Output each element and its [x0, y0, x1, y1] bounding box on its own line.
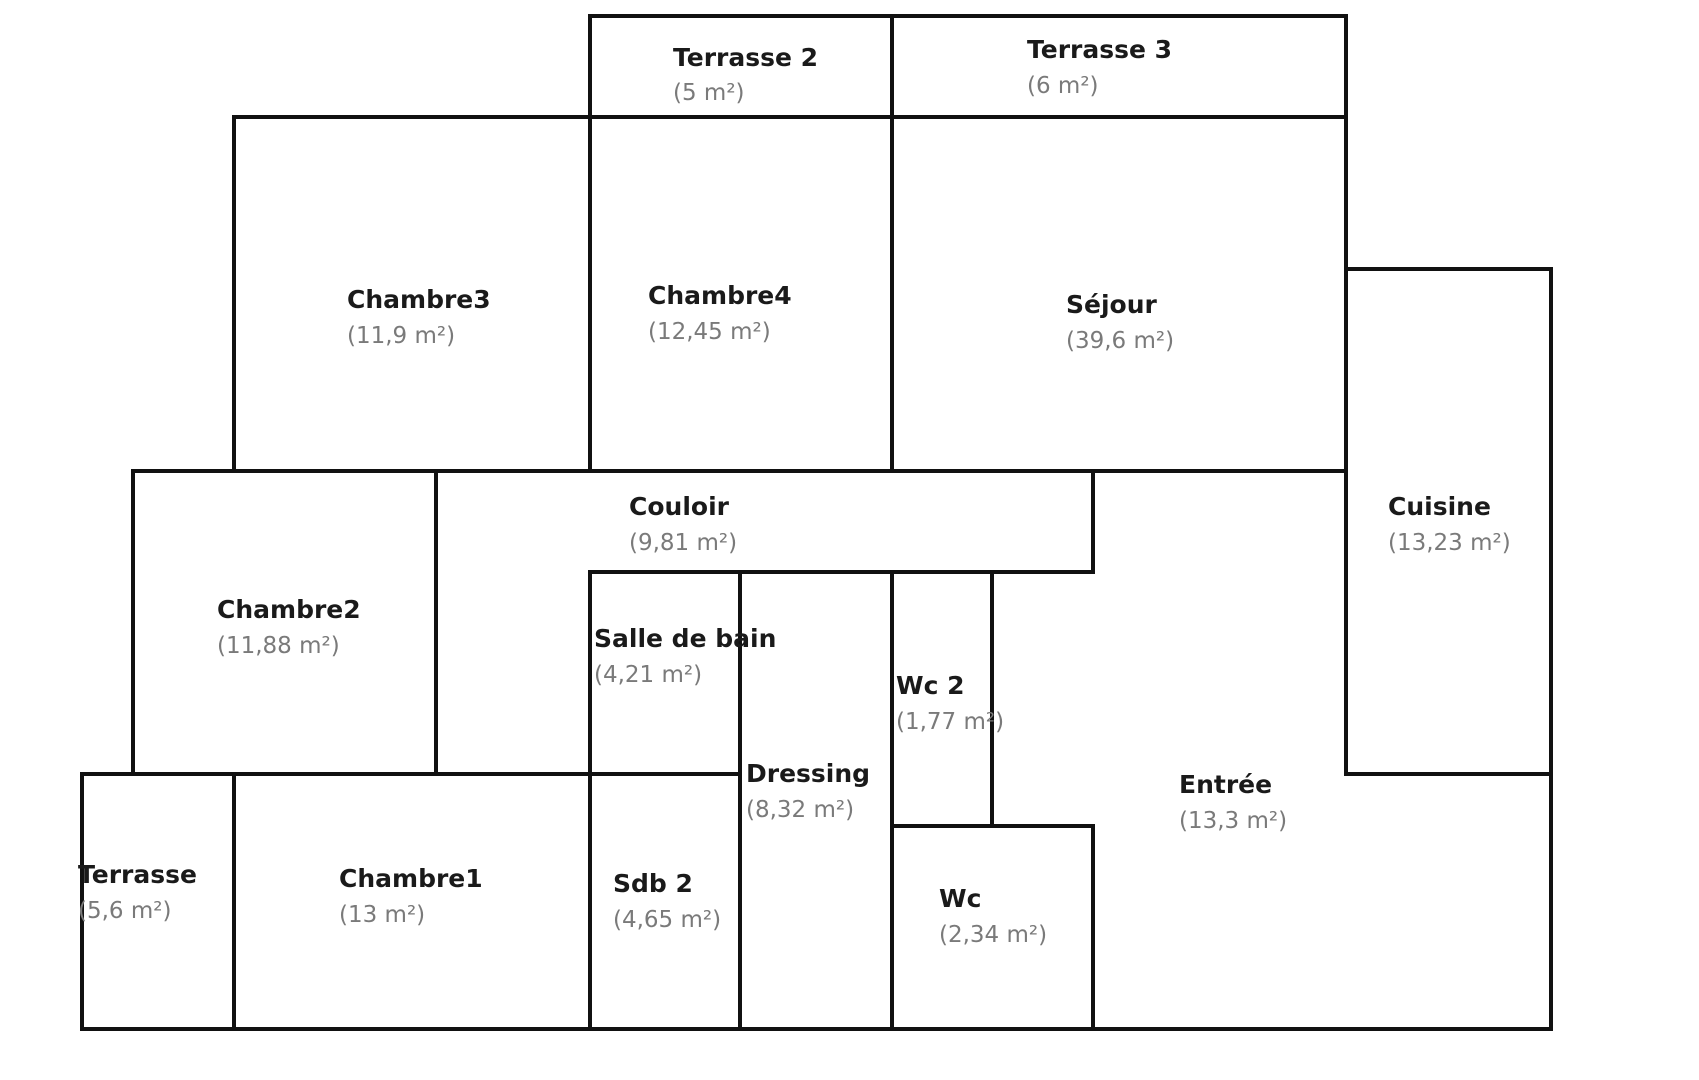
room-name: Sdb 2 — [613, 869, 693, 898]
room-name: Cuisine — [1388, 492, 1491, 521]
room-name: Terrasse 3 — [1027, 35, 1172, 64]
room-chambre4: Chambre4 (12,45 m²) — [648, 281, 792, 345]
room-area: (5,6 m²) — [78, 898, 171, 924]
room-name: Chambre3 — [347, 285, 491, 314]
room-area: (8,32 m²) — [746, 797, 854, 823]
room-area: (11,88 m²) — [217, 633, 340, 659]
room-name: Chambre1 — [339, 864, 483, 893]
room-area: (12,45 m²) — [648, 319, 771, 345]
room-entree: Entrée (13,3 m²) — [1179, 770, 1287, 834]
walls — [80, 14, 1553, 1031]
room-chambre2: Chambre2 (11,88 m²) — [217, 595, 361, 659]
room-area: (1,77 m²) — [896, 709, 1004, 735]
room-name: Wc 2 — [896, 671, 965, 700]
room-area: (5 m²) — [673, 80, 745, 106]
room-cuisine: Cuisine (13,23 m²) — [1388, 492, 1511, 556]
room-sejour: Séjour (39,6 m²) — [1066, 290, 1174, 354]
room-name: Séjour — [1066, 290, 1158, 319]
room-terrasse: Terrasse (5,6 m²) — [78, 860, 197, 924]
room-sdb-2: Sdb 2 (4,65 m²) — [613, 869, 721, 933]
room-name: Chambre2 — [217, 595, 361, 624]
room-area: (13 m²) — [339, 902, 425, 928]
room-couloir: Couloir (9,81 m²) — [629, 492, 737, 556]
room-name: Terrasse 2 — [673, 43, 818, 72]
room-area: (2,34 m²) — [939, 922, 1047, 948]
room-area: (4,21 m²) — [594, 662, 702, 688]
room-area: (13,3 m²) — [1179, 808, 1287, 834]
room-name: Chambre4 — [648, 281, 792, 310]
room-name: Entrée — [1179, 770, 1272, 799]
room-name: Terrasse — [78, 860, 197, 889]
room-area: (9,81 m²) — [629, 530, 737, 556]
room-salle-de-bain: Salle de bain (4,21 m²) — [594, 624, 776, 688]
room-name: Dressing — [746, 759, 870, 788]
room-name: Wc — [939, 884, 981, 913]
room-area: (11,9 m²) — [347, 323, 455, 349]
room-wc: Wc (2,34 m²) — [939, 884, 1047, 948]
room-terrasse-2: Terrasse 2 (5 m²) — [673, 43, 818, 106]
room-chambre1: Chambre1 (13 m²) — [339, 864, 483, 928]
room-area: (4,65 m²) — [613, 907, 721, 933]
room-terrasse-3: Terrasse 3 (6 m²) — [1027, 35, 1172, 99]
room-area: (13,23 m²) — [1388, 530, 1511, 556]
room-chambre3: Chambre3 (11,9 m²) — [347, 285, 491, 349]
room-wc-2: Wc 2 (1,77 m²) — [896, 671, 1004, 735]
room-area: (6 m²) — [1027, 73, 1099, 99]
room-name: Salle de bain — [594, 624, 776, 653]
room-dressing: Dressing (8,32 m²) — [746, 759, 870, 823]
room-name: Couloir — [629, 492, 730, 521]
room-area: (39,6 m²) — [1066, 328, 1174, 354]
